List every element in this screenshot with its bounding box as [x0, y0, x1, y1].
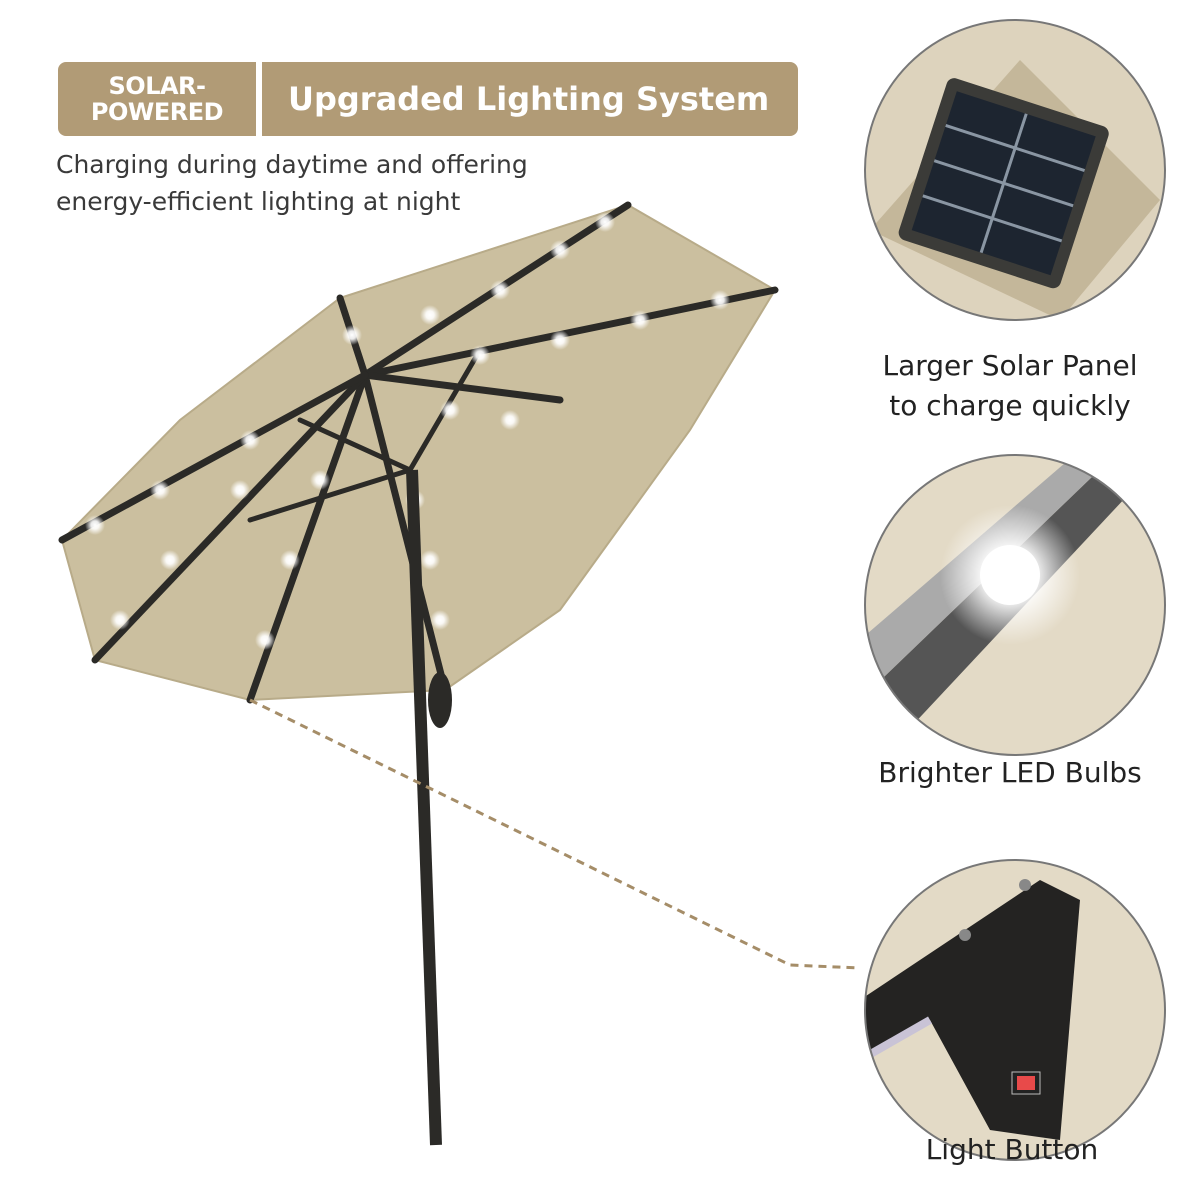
- power-switch-icon: [1017, 1076, 1035, 1090]
- solar-powered-badge: SOLAR- POWERED: [58, 62, 256, 136]
- led-lights: [85, 212, 730, 650]
- callout-dashed-line: [249, 698, 861, 970]
- badge-line-1: SOLAR-: [108, 72, 207, 100]
- headline: Upgraded Lighting System: [262, 62, 798, 136]
- caption-line-2: to charge quickly: [889, 389, 1131, 422]
- header-banner: SOLAR- POWERED Upgraded Lighting System: [58, 62, 798, 136]
- light-button-closeup: [865, 860, 1165, 1160]
- led-bulb-closeup: [865, 455, 1165, 755]
- subtitle-line-2: energy-efficient lighting at night: [56, 187, 461, 216]
- subtitle: Charging during daytime and offering ene…: [56, 146, 528, 220]
- solar-panel-closeup: [865, 20, 1165, 320]
- subtitle-line-1: Charging during daytime and offering: [56, 150, 528, 179]
- feature-caption-button: Light Button: [925, 1133, 1099, 1166]
- tilt-crank: [428, 672, 452, 728]
- umbrella-pole: [406, 469, 442, 1146]
- feature-caption-solar-panel: Larger Solar Panel to charge quickly: [860, 346, 1160, 426]
- caption-line-1: Larger Solar Panel: [882, 349, 1138, 382]
- badge-line-2: POWERED: [90, 98, 224, 126]
- umbrella-ribs: [58, 201, 779, 704]
- feature-caption-led: Brighter LED Bulbs: [878, 756, 1142, 789]
